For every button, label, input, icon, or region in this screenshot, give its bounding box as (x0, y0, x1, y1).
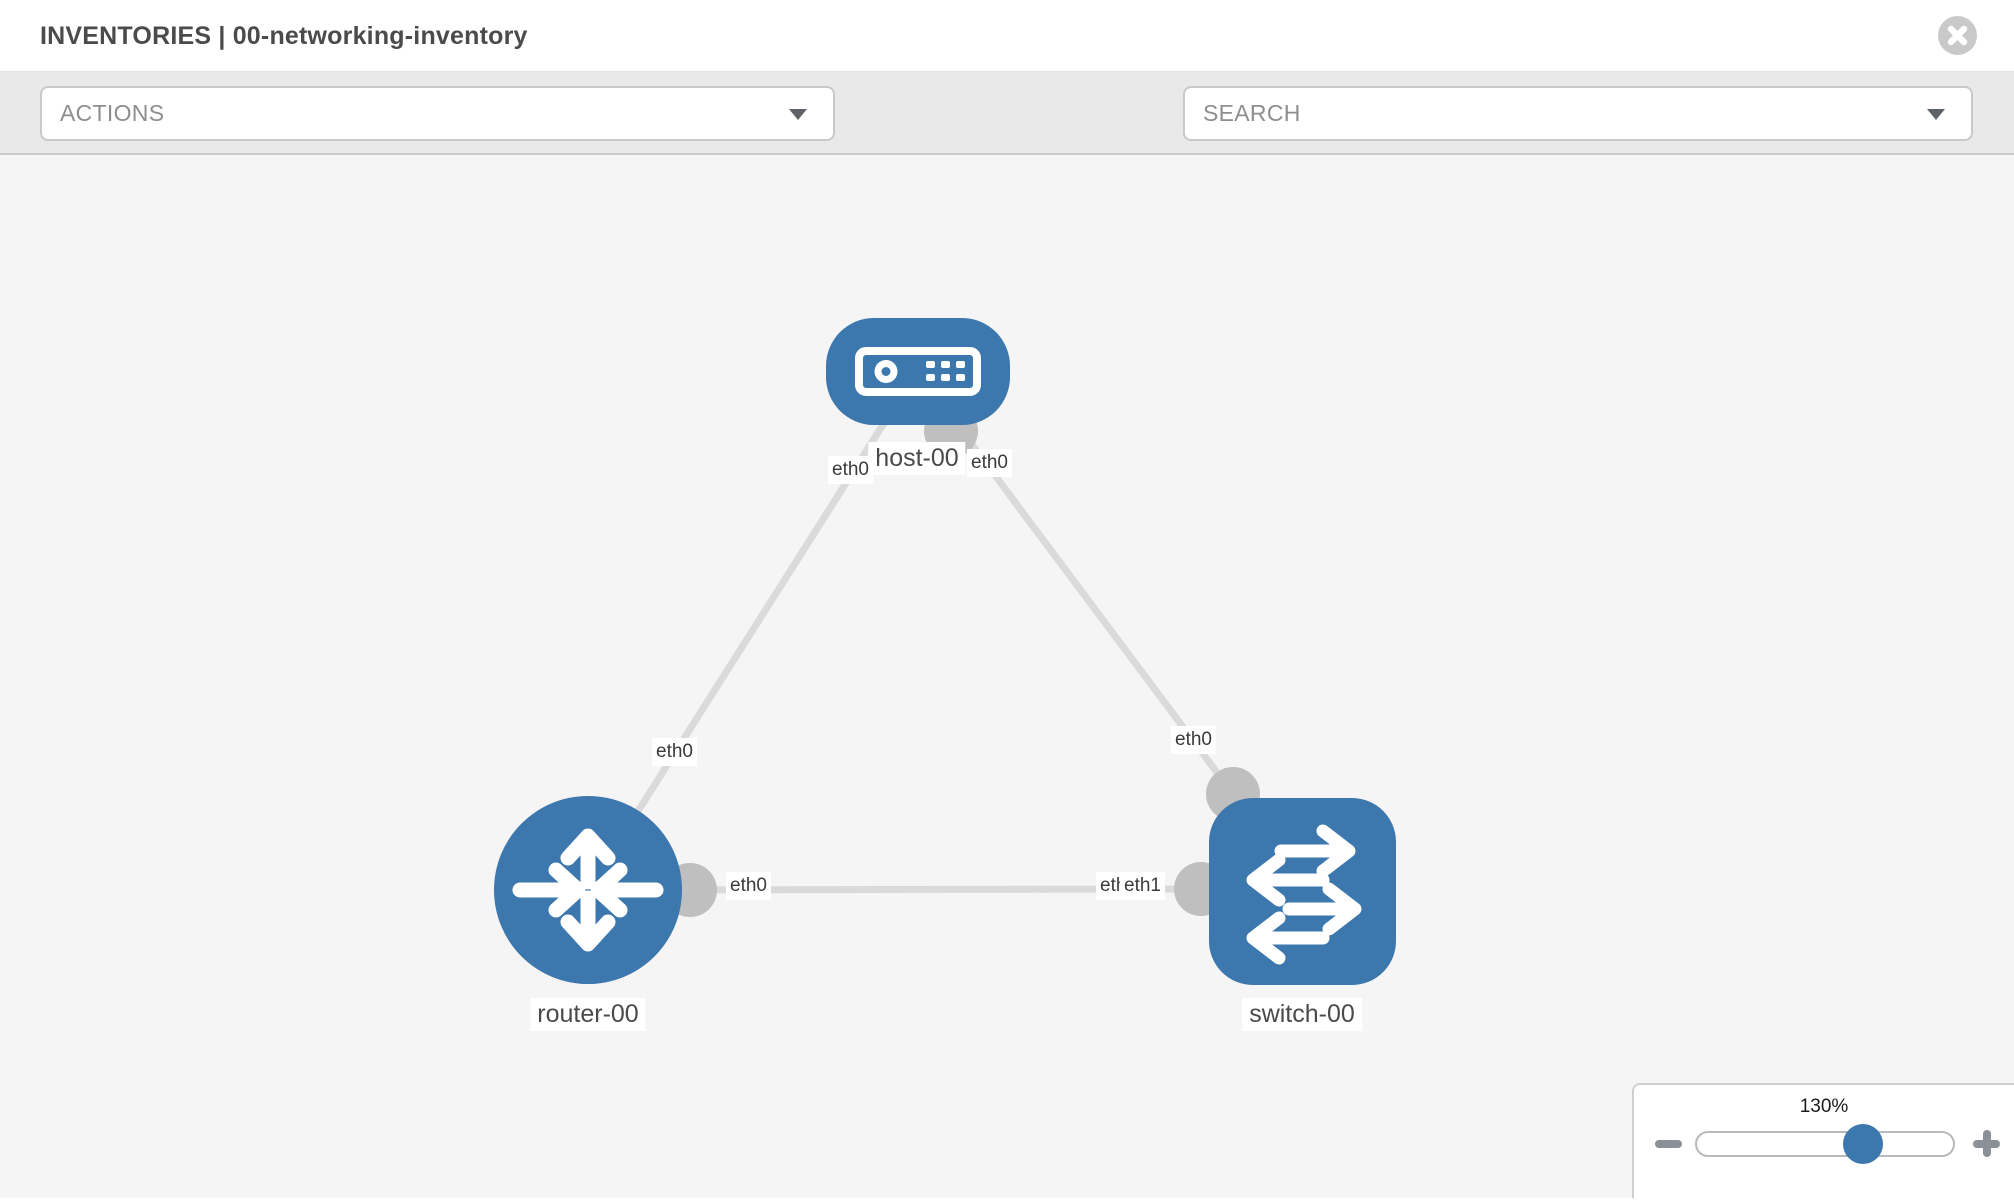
router-icon (494, 796, 682, 984)
node-host-00[interactable] (826, 318, 1010, 425)
toolbar: ACTIONS SEARCH (0, 72, 2014, 205)
node-switch-00[interactable] (1209, 798, 1396, 985)
links-layer (585, 368, 1260, 917)
close-button[interactable] (1938, 16, 1977, 55)
zoom-out-button[interactable] (1655, 1140, 1682, 1148)
port-label-host-left: eth0 (828, 456, 873, 484)
port-label-switch-uplink: eth0 (1171, 726, 1216, 754)
topology-canvas[interactable]: host-00 router-00 switch-00 eth0 eth0 et… (0, 155, 2014, 1198)
switch-icon (1209, 798, 1396, 985)
zoom-in-button[interactable] (1973, 1130, 2000, 1157)
node-label-switch: switch-00 (1242, 998, 1362, 1031)
node-label-router: router-00 (530, 998, 646, 1031)
actions-dropdown[interactable]: ACTIONS (40, 86, 835, 141)
port-label-host-right: eth0 (967, 449, 1012, 477)
host-icon (826, 318, 1010, 425)
port-label-switch-eth1: eth1 (1120, 872, 1165, 900)
page-title: INVENTORIES | 00-networking-inventory (40, 22, 528, 50)
zoom-panel: 130% (1632, 1083, 2014, 1198)
search-dropdown-label: SEARCH (1203, 100, 1301, 126)
zoom-slider[interactable] (1695, 1124, 1955, 1164)
port-label-router-eth0: eth0 (726, 872, 771, 900)
header: INVENTORIES | 00-networking-inventory (0, 0, 2014, 72)
port-label-router-uplink: eth0 (652, 738, 697, 766)
chevron-down-icon (789, 109, 807, 120)
zoom-level-label: 130% (1799, 1096, 1849, 1117)
chevron-down-icon (1927, 109, 1945, 120)
search-dropdown[interactable]: SEARCH (1183, 86, 1973, 141)
node-label-host: host-00 (868, 442, 966, 475)
node-router-00[interactable] (494, 796, 682, 984)
zoom-slider-thumb[interactable] (1843, 1124, 1884, 1164)
actions-dropdown-label: ACTIONS (60, 100, 165, 126)
